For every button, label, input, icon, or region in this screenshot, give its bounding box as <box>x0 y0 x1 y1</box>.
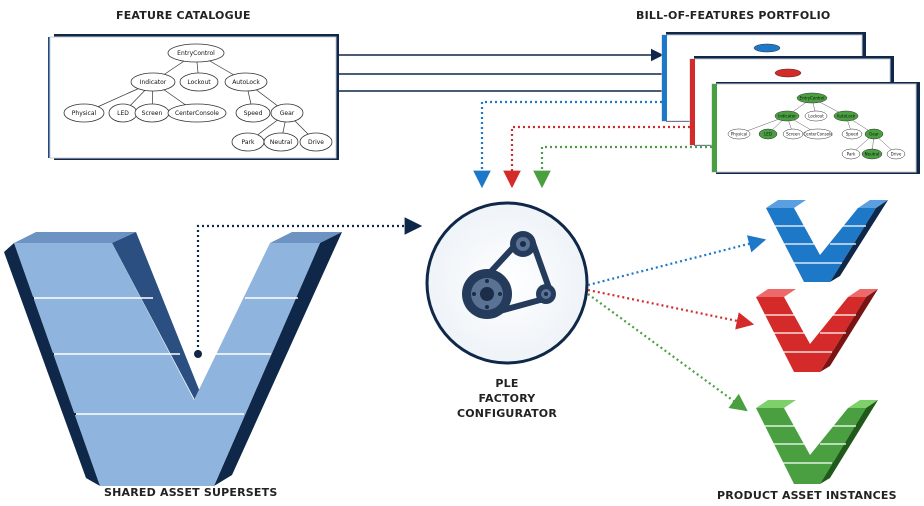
node-lockout <box>179 72 219 92</box>
node-label: Speed <box>244 110 263 117</box>
mini-node-label: Speed <box>846 132 859 137</box>
node-drive <box>299 132 333 152</box>
node-label: Screen <box>142 110 163 117</box>
portfolio-to-configurator-arrows <box>473 100 712 189</box>
node-label: EntryControl <box>177 50 215 57</box>
node-centerconsole <box>167 103 227 123</box>
product-instance-blue <box>766 200 888 282</box>
product-asset-instances-title: PRODUCT ASSET INSTANCES <box>717 489 897 502</box>
product-instance-red <box>756 289 878 372</box>
node-label: Gear <box>280 110 295 117</box>
node-label: LED <box>117 110 129 117</box>
configurator-label-line2: FACTORY <box>478 392 536 405</box>
bill-of-features-title: BILL-OF-FEATURES PORTFOLIO <box>636 9 831 22</box>
superset-anchor-dot <box>194 350 202 358</box>
mini-node-label: EntryControl <box>799 96 824 101</box>
mini-node-label: CenterConsole <box>803 132 833 137</box>
mini-node-label: Lockout <box>808 114 824 119</box>
node-label: Indicator <box>140 79 167 86</box>
node-label: Lockout <box>187 79 211 86</box>
mini-node-label: AutoLock <box>837 114 856 119</box>
shared-asset-supersets-title: SHARED ASSET SUPERSETS <box>104 486 278 499</box>
node-entrycontrol <box>167 43 225 63</box>
feature-tree-labels: EntryControl Indicator Lockout AutoLock … <box>72 50 325 146</box>
feature-catalogue-title: FEATURE CATALOGUE <box>116 9 251 22</box>
mini-node-label: Park <box>847 152 856 157</box>
portfolio-card-green: EntryControl Indicator Lockout AutoLock … <box>711 82 920 174</box>
superset-to-configurator-arrow <box>196 217 423 352</box>
node-physical <box>63 103 105 123</box>
mini-node-label: Neutral <box>865 152 880 157</box>
node-autolock <box>224 72 268 92</box>
catalogue-to-portfolio-arrows <box>339 48 714 98</box>
configurator-label: PLE FACTORY CONFIGURATOR <box>452 376 562 421</box>
node-neutral <box>263 132 299 152</box>
mini-node-label: Indicator <box>778 114 796 119</box>
node-gear <box>270 103 304 123</box>
node-label: Neutral <box>270 139 292 146</box>
node-label: AutoLock <box>232 79 260 86</box>
node-label: Drive <box>308 139 324 146</box>
node-speed <box>235 103 271 123</box>
mini-node-label: Screen <box>786 132 800 137</box>
node-label: Park <box>242 139 255 146</box>
diagram-canvas: EntryControl Indicator Lockout AutoLock … <box>4 32 920 486</box>
node-indicator <box>130 72 176 92</box>
product-instance-green <box>756 400 878 484</box>
configurator-label-line1: PLE <box>495 377 519 390</box>
node-label: Physical <box>72 110 97 117</box>
mini-node-label: Gear <box>869 132 879 137</box>
configurator-to-products-arrows <box>587 235 767 412</box>
node-label: CenterConsole <box>175 110 219 117</box>
mini-node-label: LED <box>764 132 772 137</box>
feature-tree-nodes <box>63 43 333 152</box>
shared-asset-superset <box>4 232 342 486</box>
configurator-label-line3: CONFIGURATOR <box>456 407 558 420</box>
configurator-icon <box>425 201 589 365</box>
mini-node-label: Drive <box>891 152 902 157</box>
mini-node-label: Physical <box>731 132 747 137</box>
